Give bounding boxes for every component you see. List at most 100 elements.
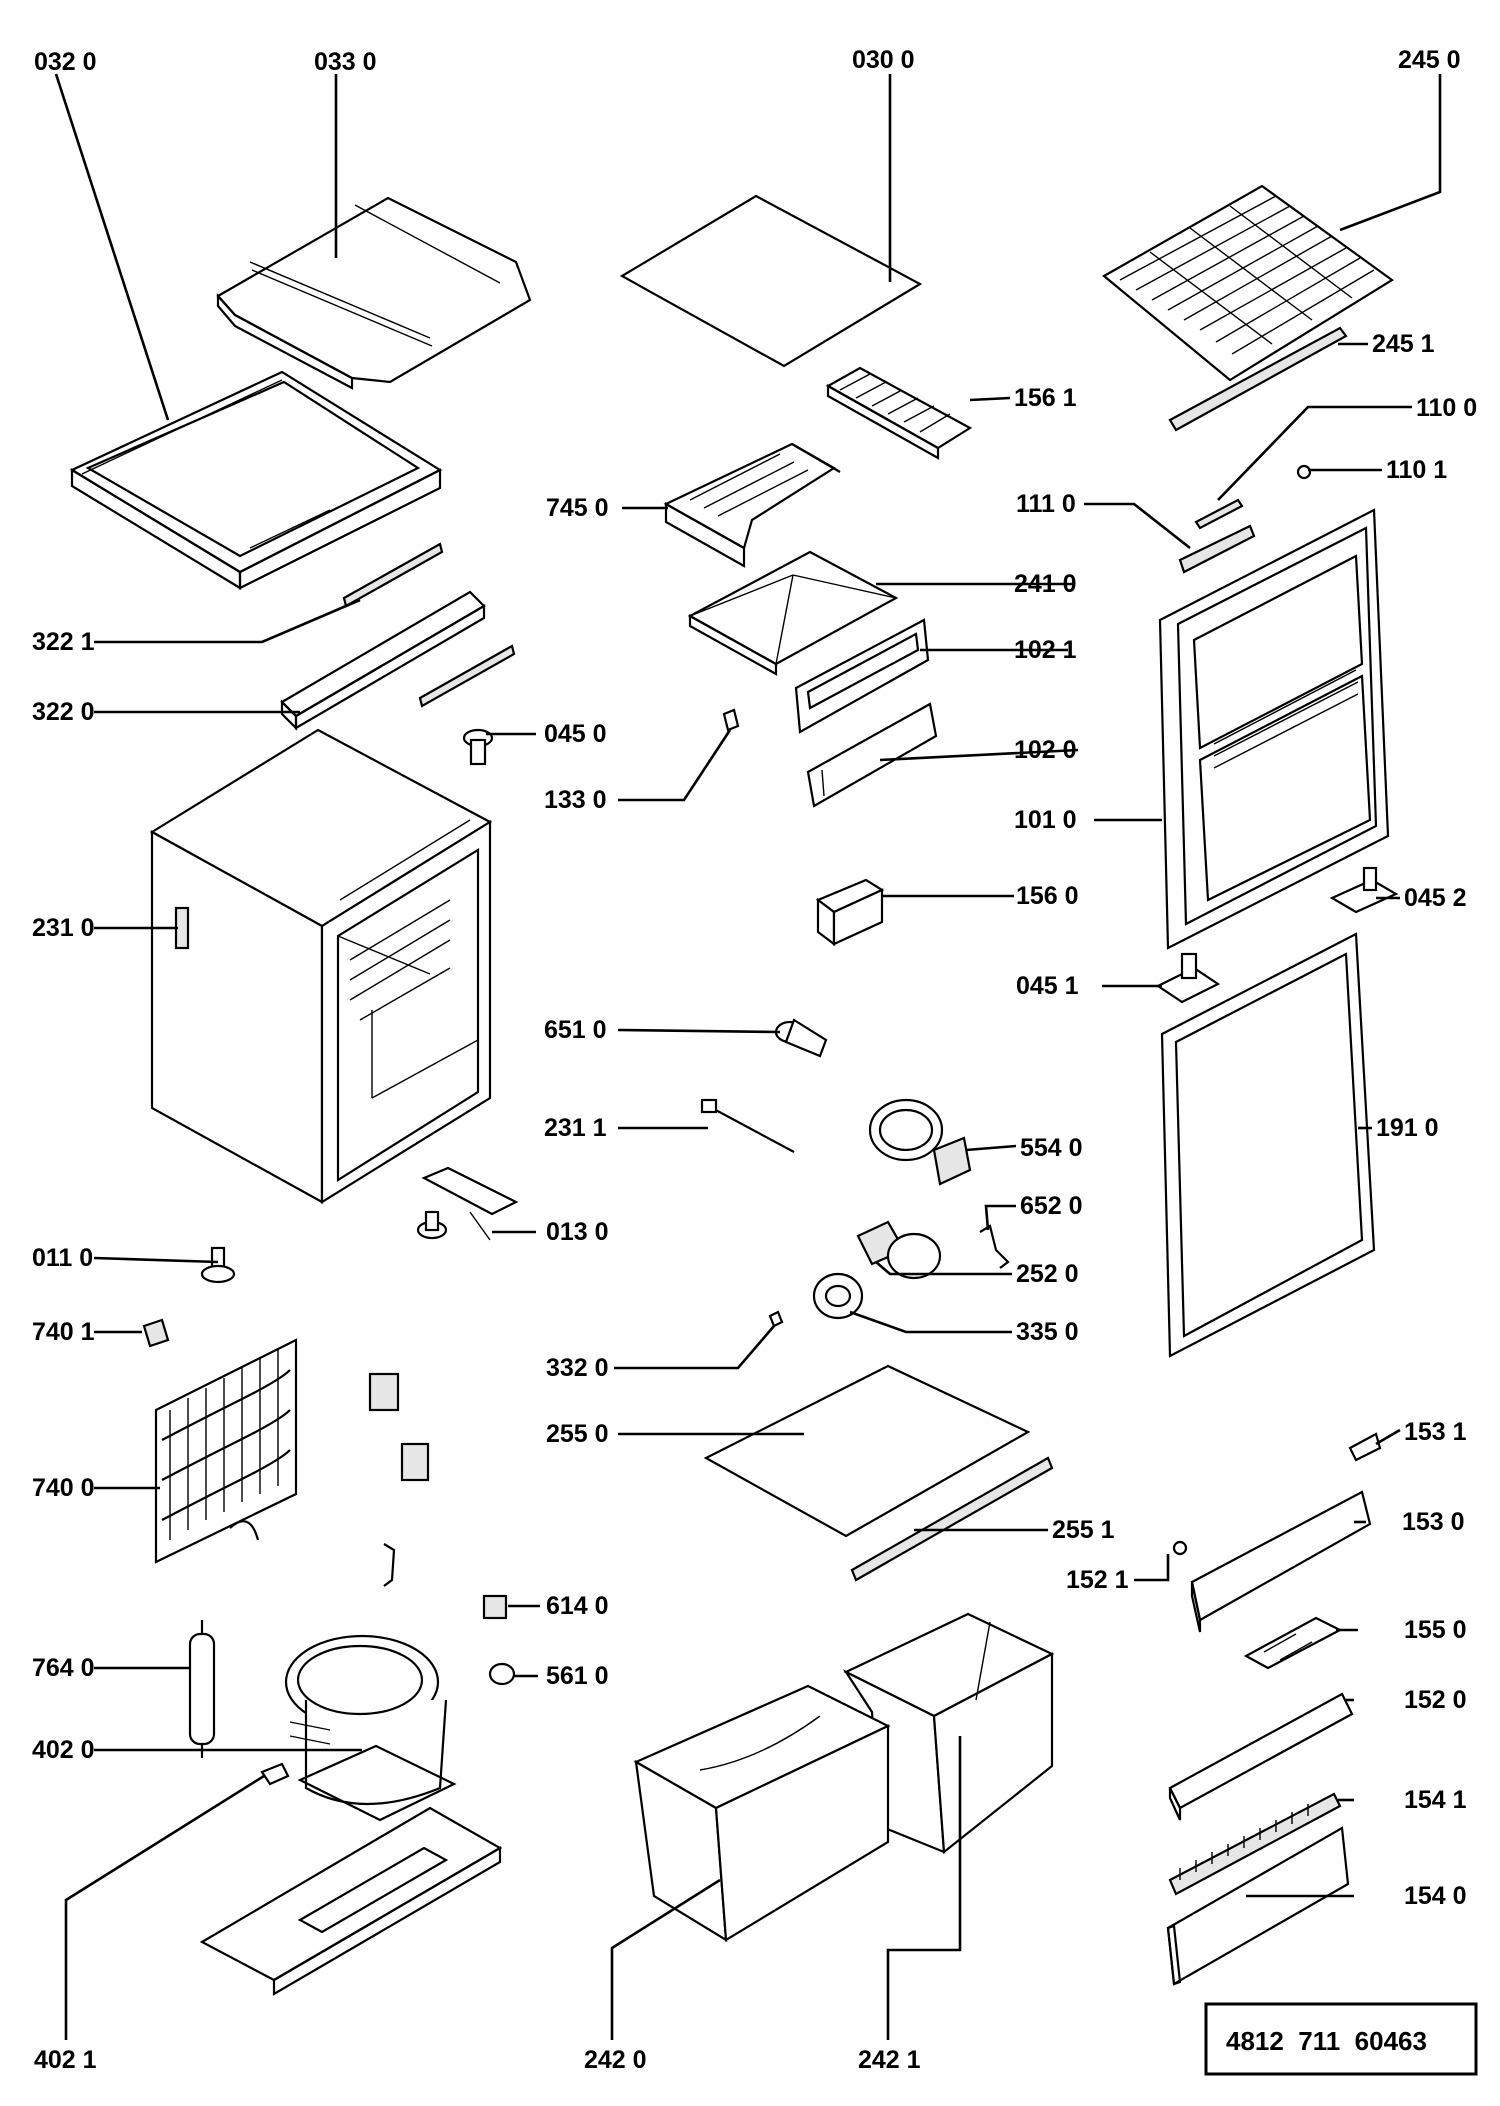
- part-base-plate: [199, 1806, 503, 1996]
- label-032-0: 032 0: [34, 48, 97, 76]
- label-045-2: 045 2: [1404, 884, 1467, 912]
- label-561-0: 561 0: [546, 1662, 609, 1690]
- catalog-number-box: 4812 711 60463: [1204, 2002, 1478, 2076]
- part-231-0-cabinet: [149, 728, 493, 1204]
- label-255-1: 255 1: [1052, 1516, 1115, 1544]
- part-156-1-ice-tray: [825, 366, 973, 460]
- label-402-0: 402 0: [32, 1736, 95, 1764]
- label-153-0: 153 0: [1402, 1508, 1465, 1536]
- part-255-1-trim: [850, 1456, 1054, 1582]
- part-wire-hook: [383, 1543, 396, 1587]
- part-156-0-box: [815, 878, 885, 947]
- label-011-0: 011 0: [32, 1244, 93, 1272]
- label-740-0: 740 0: [32, 1474, 95, 1502]
- label-110-1: 110 1: [1386, 456, 1447, 484]
- part-152-0-bottle-rack: [1168, 1692, 1354, 1821]
- catalog-number: 4812 711 60463: [1226, 2026, 1427, 2056]
- part-740-0-condenser: [154, 1338, 298, 1564]
- part-102-1-flap-frame: [794, 618, 930, 734]
- label-231-1: 231 1: [544, 1114, 607, 1142]
- part-152-1-screw: [1172, 1540, 1188, 1556]
- label-745-0: 745 0: [546, 494, 609, 522]
- part-102-0-flap: [806, 702, 938, 808]
- label-740-1: 740 1: [32, 1318, 95, 1346]
- label-252-0: 252 0: [1016, 1260, 1079, 1288]
- part-153-0-door-tray: [1190, 1490, 1372, 1633]
- part-561-0-cap: [488, 1662, 516, 1686]
- label-335-0: 335 0: [1016, 1318, 1079, 1346]
- label-322-0: 322 0: [32, 698, 95, 726]
- part-231-1-sensor: [700, 1098, 795, 1153]
- label-155-0: 155 0: [1404, 1616, 1467, 1644]
- part-relay-clip: [368, 1372, 400, 1412]
- label-242-0: 242 0: [584, 2046, 647, 2074]
- label-554-0: 554 0: [1020, 1134, 1083, 1162]
- label-191-0: 191 0: [1376, 1114, 1439, 1142]
- label-133-0: 133 0: [544, 786, 607, 814]
- label-101-0: 101 0: [1014, 806, 1077, 834]
- part-745-0-evaporator: [663, 442, 841, 568]
- part-032-0-frame-tray: [69, 370, 443, 590]
- label-102-1: 102 1: [1014, 636, 1077, 664]
- label-245-0: 245 0: [1398, 46, 1461, 74]
- part-255-0-glass-shelf: [703, 1364, 1031, 1538]
- label-153-1: 153 1: [1404, 1418, 1467, 1446]
- part-154-0-rail: [1166, 1826, 1350, 1986]
- label-152-1: 152 1: [1066, 1566, 1129, 1594]
- part-740-1-block: [142, 1318, 170, 1348]
- part-335-0-knob: [812, 1272, 864, 1320]
- part-045-1-hinge: [1155, 952, 1221, 1004]
- label-231-0: 231 0: [32, 914, 95, 942]
- part-101-0-door: [1158, 508, 1390, 950]
- part-045-2-hinge: [1329, 866, 1399, 914]
- part-relay-box: [400, 1442, 430, 1482]
- part-242-0-crisper: [633, 1684, 891, 1943]
- label-030-0: 030 0: [852, 46, 915, 74]
- label-652-0: 652 0: [1020, 1192, 1083, 1220]
- part-242-1-crisper: [842, 1612, 1055, 1855]
- part-245-0-wire-shelf: [1102, 184, 1394, 382]
- part-154-1-rack: [1168, 1792, 1342, 1896]
- part-133-0-clip: [722, 708, 740, 732]
- part-402-0-compressor: [284, 1634, 457, 1822]
- label-242-1: 242 1: [858, 2046, 921, 2074]
- label-013-0: 013 0: [546, 1218, 609, 1246]
- label-152-0: 152 0: [1404, 1686, 1467, 1714]
- part-241-0-drip-tray: [687, 550, 899, 676]
- leader-lines: [54, 73, 1442, 2040]
- part-045-0-pin: [462, 728, 494, 766]
- part-110-0-strip: [1194, 498, 1244, 530]
- label-154-1: 154 1: [1404, 1786, 1467, 1814]
- label-111-0: 111 0: [1016, 490, 1076, 518]
- part-332-0-pin: [768, 1310, 784, 1328]
- part-245-1-strip: [1168, 326, 1348, 432]
- label-033-0: 033 0: [314, 48, 377, 76]
- part-402-1-clip: [260, 1762, 290, 1786]
- part-110-1-screw: [1296, 464, 1312, 480]
- part-030-0-glass-shelf: [619, 194, 923, 368]
- part-labels: 032 0 033 0 030 0 245 0 245 1 156 1 110 …: [32, 46, 1477, 2074]
- label-045-1: 045 1: [1016, 972, 1079, 1000]
- label-102-0: 102 0: [1014, 736, 1077, 764]
- part-651-0-lamp-socket: [774, 1018, 828, 1058]
- part-111-0-hinge: [1178, 524, 1256, 574]
- label-651-0: 651 0: [544, 1016, 607, 1044]
- label-322-1: 322 1: [32, 628, 95, 656]
- label-156-0: 156 0: [1016, 882, 1079, 910]
- part-322-0-front-bar: [280, 590, 516, 731]
- label-110-0: 110 0: [1416, 394, 1477, 422]
- label-156-1: 156 1: [1014, 384, 1077, 412]
- label-241-0: 241 0: [1014, 570, 1077, 598]
- part-153-1-lamp: [1348, 1432, 1382, 1462]
- part-652-0-bracket: [979, 1224, 1010, 1269]
- label-764-0: 764 0: [32, 1654, 95, 1682]
- label-255-0: 255 0: [546, 1420, 609, 1448]
- part-554-0-thermostat: [868, 1098, 972, 1186]
- label-614-0: 614 0: [546, 1592, 609, 1620]
- label-045-0: 045 0: [544, 720, 607, 748]
- part-013-0-hinge: [416, 1166, 519, 1241]
- part-155-0-egg-tray: [1243, 1616, 1343, 1670]
- label-402-1: 402 1: [34, 2046, 97, 2074]
- part-252-0-motor: [856, 1220, 942, 1280]
